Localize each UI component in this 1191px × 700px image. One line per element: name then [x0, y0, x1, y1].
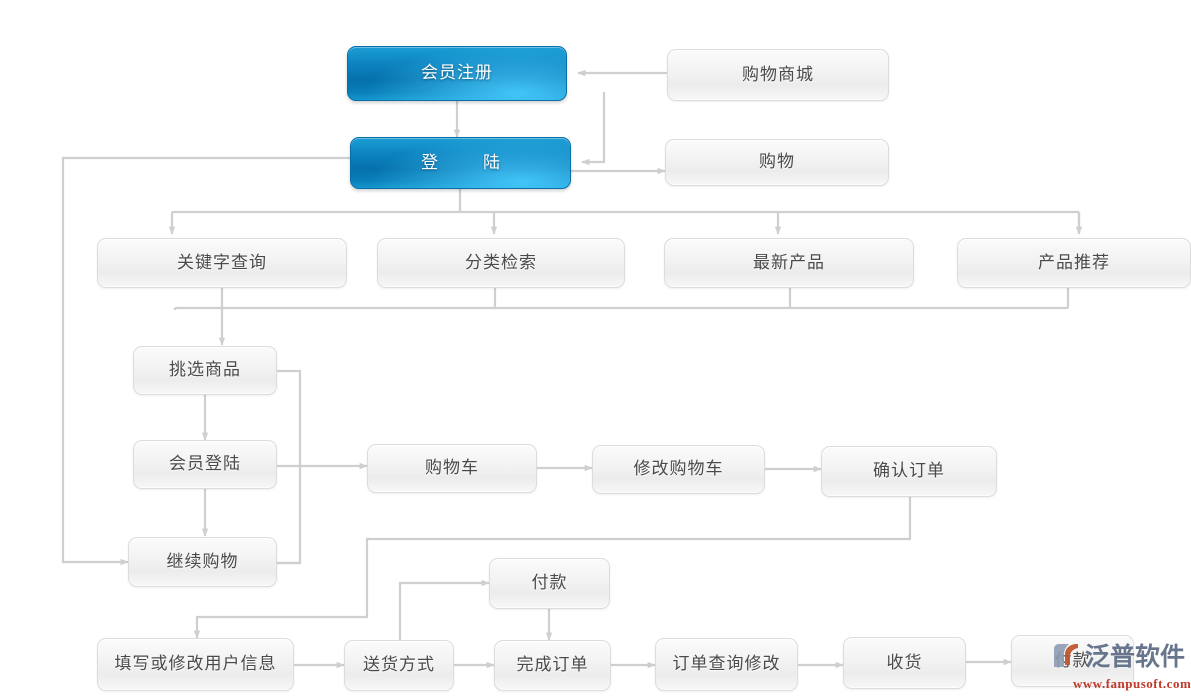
node-modify-cart-label: 修改购物车: [633, 459, 724, 480]
node-category-search[interactable]: 分类检索: [377, 238, 625, 288]
node-receive-goods-label: 收货: [886, 652, 923, 673]
node-payment-top-label: 付款: [531, 573, 568, 594]
node-category-search-label: 分类检索: [465, 252, 537, 273]
node-pick-goods-label: 挑选商品: [169, 360, 241, 381]
node-order-query-modify[interactable]: 订单查询修改: [655, 638, 798, 691]
node-shopping[interactable]: 购物: [665, 139, 889, 186]
node-delivery-method-label: 送货方式: [363, 655, 435, 676]
node-order-query-modify-label: 订单查询修改: [672, 654, 781, 675]
node-payment-end[interactable]: 付款: [1011, 635, 1134, 687]
wire-mall-to-login: [581, 92, 606, 166]
node-shopping-label: 购物: [759, 152, 795, 173]
node-continue-shopping[interactable]: 继续购物: [128, 537, 277, 587]
node-pick-goods[interactable]: 挑选商品: [133, 346, 277, 395]
node-cart-label: 购物车: [425, 458, 479, 479]
node-payment-top[interactable]: 付款: [489, 558, 610, 609]
node-shop-mall-label: 购物商城: [742, 64, 814, 85]
node-fill-user-info[interactable]: 填写或修改用户信息: [97, 638, 294, 691]
node-newest-product[interactable]: 最新产品: [664, 238, 914, 288]
node-receive-goods[interactable]: 收货: [843, 637, 966, 689]
node-confirm-order[interactable]: 确认订单: [821, 446, 997, 497]
node-product-recommend[interactable]: 产品推荐: [957, 238, 1191, 288]
node-member-login[interactable]: 会员登陆: [133, 440, 277, 489]
wire-login-rail-to-continue: [61, 156, 350, 566]
node-member-login-label: 会员登陆: [169, 454, 241, 475]
node-fill-user-info-label: 填写或修改用户信息: [114, 654, 277, 675]
node-cart[interactable]: 购物车: [367, 444, 537, 493]
wire-delivery-to-payment: [398, 579, 490, 640]
node-member-register-label: 会员注册: [421, 63, 493, 84]
node-continue-shopping-label: 继续购物: [166, 551, 239, 572]
node-newest-product-label: 最新产品: [753, 252, 825, 273]
node-product-recommend-label: 产品推荐: [1038, 252, 1110, 273]
node-shop-mall[interactable]: 购物商城: [667, 49, 889, 101]
node-confirm-order-label: 确认订单: [873, 461, 945, 482]
node-payment-end-label: 付款: [1054, 650, 1091, 671]
node-login[interactable]: 登 陆: [350, 137, 571, 189]
node-modify-cart[interactable]: 修改购物车: [592, 445, 765, 494]
node-member-register[interactable]: 会员注册: [347, 46, 567, 101]
node-finish-order[interactable]: 完成订单: [494, 640, 611, 691]
node-keyword-search-label: 关键字查询: [177, 252, 267, 273]
wire-confirm-to-userinfo: [193, 497, 912, 639]
node-login-label: 登 陆: [421, 152, 514, 173]
node-keyword-search[interactable]: 关键字查询: [97, 238, 347, 288]
node-delivery-method[interactable]: 送货方式: [344, 640, 454, 691]
node-finish-order-label: 完成订单: [516, 655, 589, 676]
